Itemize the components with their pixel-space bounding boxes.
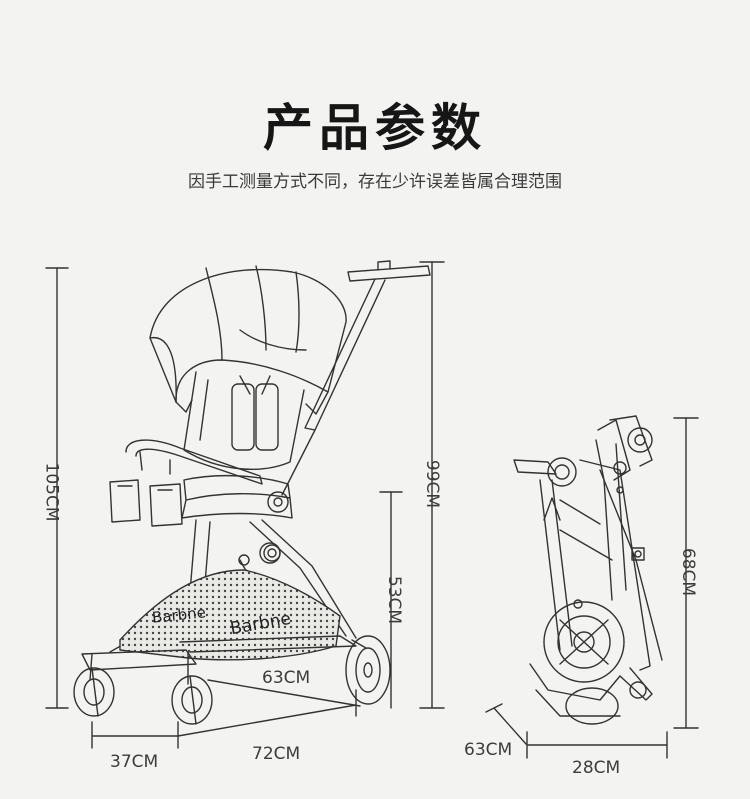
dim-overall-height	[45, 267, 69, 709]
front-wheel-left	[73, 653, 115, 717]
dim-length	[177, 689, 357, 737]
dim-front-width	[91, 721, 179, 749]
dim-handle-height	[419, 261, 445, 709]
stroller-folded	[513, 415, 663, 725]
front-wheel-right	[171, 651, 213, 725]
dim-wheelbase-diag	[207, 679, 361, 707]
page-title: 产品参数	[263, 99, 487, 157]
label-handle-height: 99CM	[422, 459, 443, 509]
page-subtitle: 因手工测量方式不同，存在少许误差皆属合理范围	[188, 172, 562, 192]
label-folded-height: 68CM	[678, 547, 699, 597]
label-folded-depth: 63CM	[464, 740, 513, 760]
label-length: 72CM	[252, 744, 301, 764]
rear-wheel	[345, 635, 391, 705]
basket-mesh	[119, 569, 341, 661]
label-wheelbase-diag: 63CM	[262, 668, 311, 688]
label-seat-height: 53CM	[384, 575, 405, 625]
dim-folded-width	[526, 731, 668, 759]
dim-folded-depth	[485, 703, 527, 745]
label-overall-height: 105CM	[41, 462, 62, 522]
label-folded-width: 28CM	[572, 758, 621, 778]
dim-folded-height	[673, 417, 699, 729]
label-front-width: 37CM	[110, 752, 159, 772]
dim-seat-height	[379, 491, 403, 709]
stroller-unfolded	[73, 260, 431, 725]
